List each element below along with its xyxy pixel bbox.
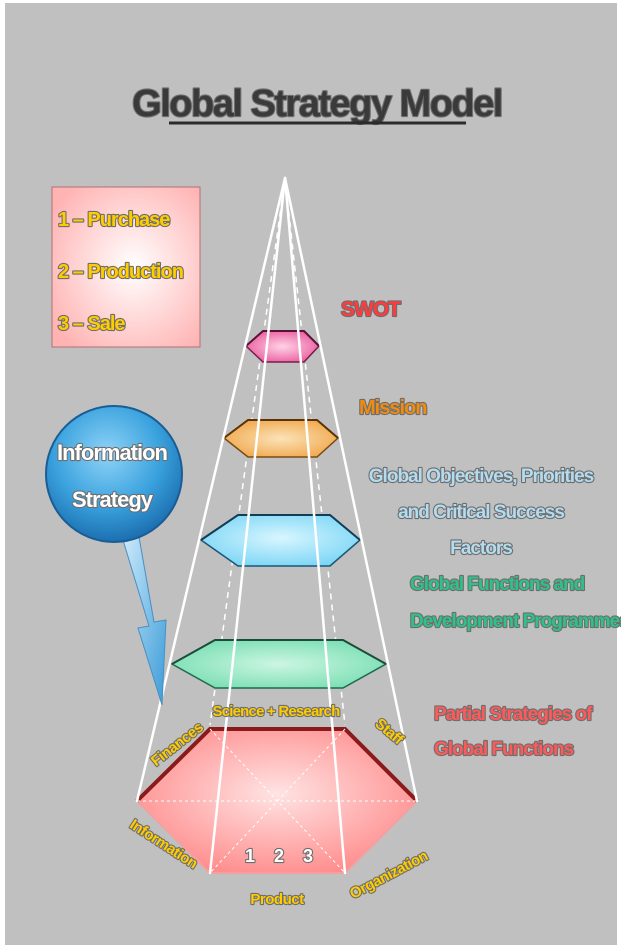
information-strategy-bubble: Information Strategy (45, 405, 183, 543)
green-layer-global-functions (170, 639, 388, 689)
label-partial-line2: Global Functions (434, 739, 574, 760)
legend-box: 1 – Purchase 2 – Production 3 – Sale (51, 186, 201, 348)
information-arrow (122, 536, 167, 706)
legend-item-production: 2 – Production (58, 261, 183, 283)
label-objectives-line2: and Critical Success (398, 502, 564, 523)
label-science-research: Science + Research (213, 703, 341, 720)
label-partial-line1: Partial Strategies of (434, 704, 593, 725)
label-number-1: 1 (245, 846, 255, 866)
label-functions-line1: Global Functions and (410, 574, 585, 595)
legend-item-sale: 3 – Sale (58, 313, 125, 335)
label-mission: Mission (359, 397, 426, 419)
legend-background (51, 186, 201, 348)
bubble-line-strategy: Strategy (72, 487, 154, 512)
blue-layer-global-objectives (199, 514, 362, 567)
bubble-line-information: Information (57, 440, 168, 465)
legend-item-purchase: 1 – Purchase (58, 209, 170, 231)
label-product: Product (250, 891, 304, 908)
label-number-2: 2 (274, 846, 284, 866)
orange-layer-mission (222, 419, 340, 458)
label-swot: SWOT (341, 298, 401, 321)
label-functions-line2: Development Programmes (410, 611, 621, 632)
label-objectives-line3: Factors (450, 538, 512, 559)
label-objectives-line1: Global Objectives, Priorities (369, 466, 594, 487)
label-number-3: 3 (303, 846, 313, 866)
diagram-title: Global Strategy Model (132, 83, 502, 125)
